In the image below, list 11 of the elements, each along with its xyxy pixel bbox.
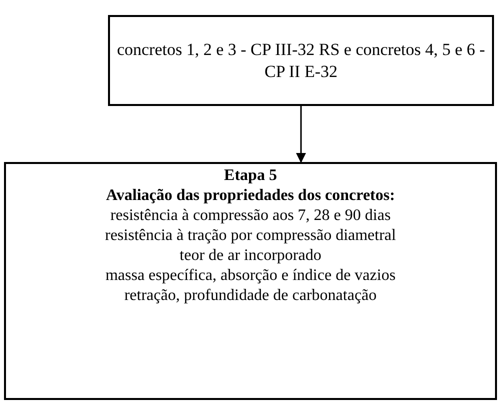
step-subheading: Avaliação das propriedades dos concretos: <box>106 186 395 206</box>
property-item: resistência à compressão aos 7, 28 e 90 dias <box>110 206 391 226</box>
property-item: massa específica, absorção e índice de vazios <box>105 266 396 286</box>
property-item: resistência à tração por compressão diametral <box>105 226 396 246</box>
step-heading: Etapa 5 <box>224 166 277 186</box>
step-box <box>4 162 497 400</box>
box-text: concretos 1, 2 e 3 - CP III-32 RS e concretos 4, 5 e 6 - CP II E-32 <box>116 38 486 82</box>
arrow <box>296 106 306 163</box>
input-box <box>108 15 494 106</box>
property-item: retração, profundidade de carbonatação <box>124 286 377 306</box>
property-item: teor de ar incorporado <box>180 246 322 266</box>
